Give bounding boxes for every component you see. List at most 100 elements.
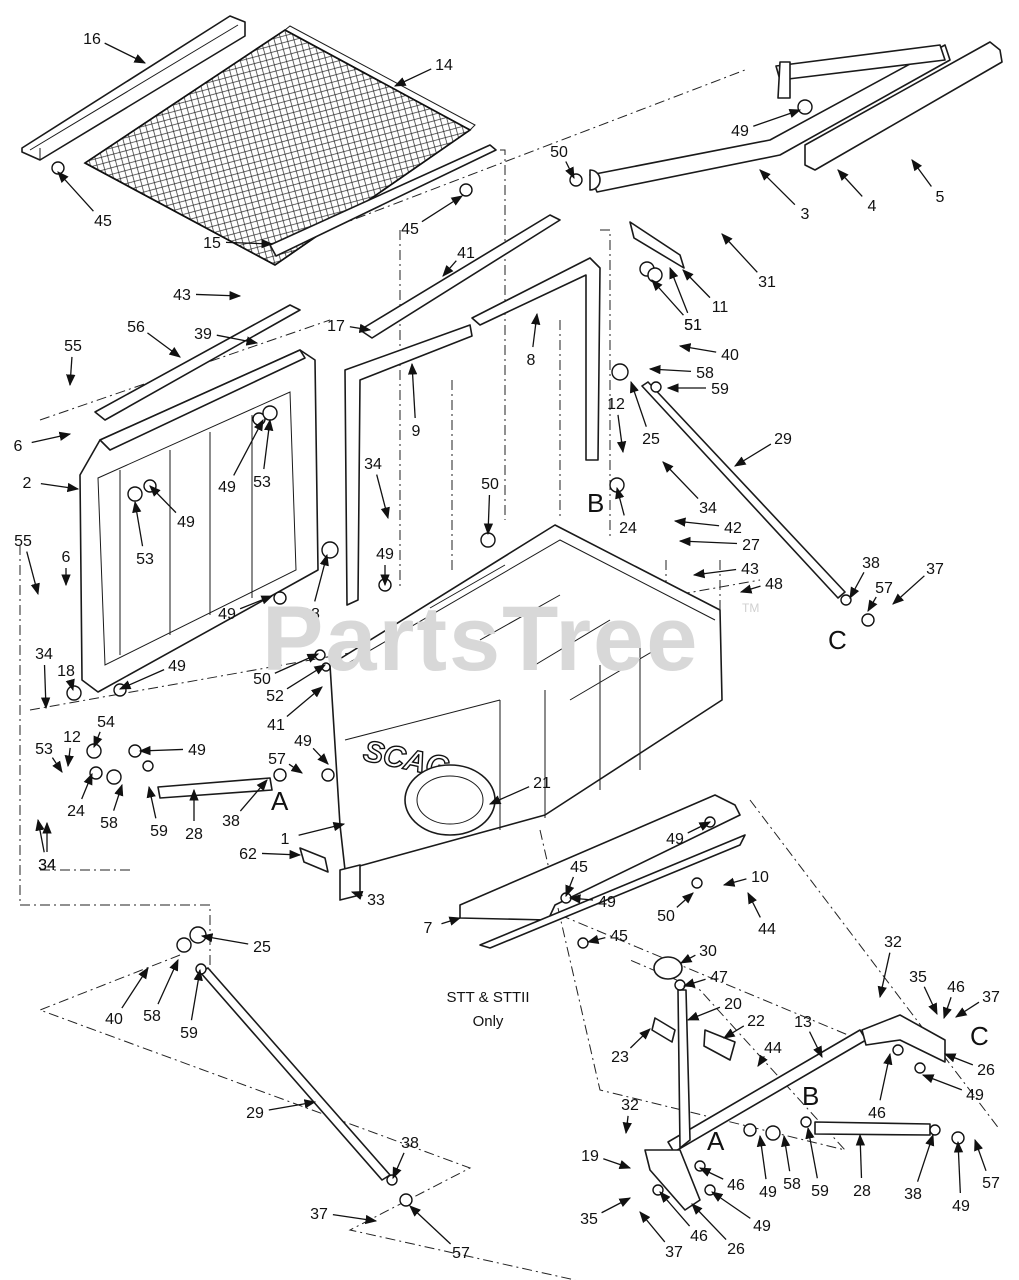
callout-37: 37 xyxy=(639,1211,683,1261)
callout-24: 24 xyxy=(615,486,637,537)
callout-label: 9 xyxy=(412,423,421,440)
callout-13: 13 xyxy=(794,1014,823,1059)
callout-45: 45 xyxy=(401,195,463,238)
callout-26: 26 xyxy=(691,1203,745,1258)
callout-35: 35 xyxy=(909,969,938,1016)
callout-label: 17 xyxy=(327,318,345,335)
callout-leader xyxy=(421,195,463,223)
watermark: PartsTree xyxy=(262,588,699,690)
callout-59: 59 xyxy=(805,1126,829,1200)
callout-37: 37 xyxy=(955,989,1000,1018)
callout-label: 35 xyxy=(909,969,927,986)
callout-6: 6 xyxy=(61,549,71,587)
callout-label: 7 xyxy=(424,920,433,937)
callout-55: 55 xyxy=(14,533,40,596)
callout-leader xyxy=(721,233,758,273)
callout-label: 4 xyxy=(868,198,877,215)
part-26-arm-lower xyxy=(644,1149,701,1211)
callout-label: 58 xyxy=(783,1176,801,1193)
callout-label: 3 xyxy=(801,206,810,223)
callout-label: 37 xyxy=(982,989,1000,1006)
callout-7: 7 xyxy=(424,916,462,937)
callout-label: 49 xyxy=(731,123,749,140)
reference-letter-A: A xyxy=(707,1126,725,1156)
callout-62: 62 xyxy=(239,846,302,863)
callout-53: 53 xyxy=(132,500,154,568)
callout-49: 49 xyxy=(149,485,195,531)
callout-label: 44 xyxy=(764,1040,782,1057)
callout-50: 50 xyxy=(550,144,575,180)
callout-3: 3 xyxy=(759,169,810,223)
callout-label: 33 xyxy=(367,892,385,909)
callout-leader xyxy=(629,1028,651,1049)
callout-38: 38 xyxy=(904,1133,935,1203)
callout-label: 42 xyxy=(724,520,742,537)
callout-49: 49 xyxy=(731,109,802,140)
part-14-mesh-screen xyxy=(83,25,476,266)
callout-label: 49 xyxy=(294,733,312,750)
callout-40: 40 xyxy=(678,343,739,364)
callout-label: 34 xyxy=(35,646,53,663)
callout-28: 28 xyxy=(185,788,203,843)
callout-32: 32 xyxy=(877,934,902,999)
callout-leader xyxy=(849,572,865,600)
assembly-reference-lines xyxy=(19,69,1001,1280)
callout-leader xyxy=(349,323,372,333)
callout-58: 58 xyxy=(100,783,124,832)
callout-leader xyxy=(678,536,738,547)
callout-leader xyxy=(662,461,699,499)
callout-label: 23 xyxy=(611,1049,629,1066)
callout-label: 20 xyxy=(724,996,742,1013)
callout-label: 11 xyxy=(712,299,729,316)
callout-label: 45 xyxy=(570,859,588,876)
part-8-frame xyxy=(471,257,601,461)
callout-46: 46 xyxy=(942,979,965,1020)
callout-34: 34 xyxy=(35,818,56,874)
watermark-trademark: TM xyxy=(742,601,759,615)
callout-34: 34 xyxy=(364,456,390,520)
part-11-bracket xyxy=(629,221,685,269)
callout-label: 53 xyxy=(35,741,53,758)
callout-label: 52 xyxy=(266,688,284,705)
callout-label: 38 xyxy=(904,1186,922,1203)
callout-58: 58 xyxy=(143,958,179,1025)
callout-label: 13 xyxy=(794,1014,812,1031)
callout-leader xyxy=(225,238,274,249)
callout-label: 37 xyxy=(665,1244,683,1261)
callout-label: 26 xyxy=(727,1241,745,1258)
callout-42: 42 xyxy=(673,517,742,537)
callout-45: 45 xyxy=(57,171,112,230)
callout-leader xyxy=(691,1203,727,1240)
part-30-knob xyxy=(653,956,683,980)
callout-21: 21 xyxy=(488,775,551,805)
callout-leader xyxy=(974,1138,987,1172)
callout-label: 50 xyxy=(481,476,499,493)
callout-leader xyxy=(64,747,74,768)
callout-label: 44 xyxy=(758,921,776,938)
callout-label: 58 xyxy=(100,815,118,832)
callout-leader xyxy=(274,653,320,674)
callout-40: 40 xyxy=(105,967,149,1028)
callout-41: 41 xyxy=(442,245,475,277)
callout-leader xyxy=(441,916,462,926)
callout-label: 10 xyxy=(751,869,769,886)
callout-label: 24 xyxy=(619,520,637,537)
callout-55: 55 xyxy=(64,338,82,387)
callout-leader xyxy=(568,894,594,904)
callout-12: 12 xyxy=(607,396,627,454)
callout-label: 37 xyxy=(310,1206,328,1223)
callout-1: 1 xyxy=(281,821,346,848)
part-1-hopper: SCAG xyxy=(329,524,723,871)
callout-50: 50 xyxy=(253,653,320,688)
part-60-plate xyxy=(479,834,746,949)
callout-label: 59 xyxy=(180,1025,198,1042)
callout-label: 55 xyxy=(64,338,82,355)
callout-label: 46 xyxy=(947,979,965,996)
callout-leader xyxy=(837,169,863,197)
callout-34: 34 xyxy=(662,461,717,517)
callout-leader xyxy=(409,1205,452,1245)
callout-leader xyxy=(31,431,72,444)
callout-label: 49 xyxy=(952,1198,970,1215)
callout-leader xyxy=(332,1214,378,1225)
